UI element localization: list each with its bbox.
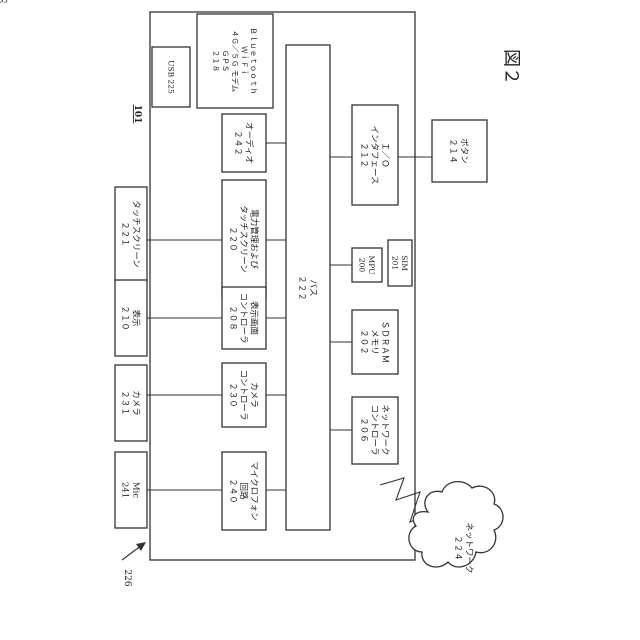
label-line: コントローラ [369, 404, 379, 455]
label-line: ＷｉＦｉ [240, 46, 249, 76]
label-line: ２２０ [227, 226, 237, 252]
label-line: ２３０ [227, 382, 237, 408]
label-line: タッチスクリーン [238, 205, 248, 273]
label-line: ２１４ [448, 138, 458, 164]
label-line: カメラ [249, 382, 259, 408]
label-line: ２２４ [453, 535, 463, 561]
label-line: 241 [120, 482, 130, 498]
label-line: 101 [132, 105, 142, 124]
label-line: 電力管理および [249, 209, 260, 269]
label-line: 200 [358, 258, 367, 273]
label-line: 回路 [238, 482, 249, 500]
label-line: ２２２ [297, 275, 307, 301]
label-line: タッチスクリーン [130, 200, 140, 268]
device-ref-label: 101 [132, 105, 142, 124]
label-line: ２４２ [233, 130, 243, 156]
label-line: ２２１ [120, 221, 130, 247]
arrow-ref-label: 226 [122, 569, 132, 586]
label-line: 表示画面 [249, 301, 260, 336]
label-line: ４Ｇ／５Ｇ モデム [230, 30, 240, 92]
label-line: カメラ [130, 390, 140, 416]
label-line: 表示 [130, 309, 141, 326]
label-line: Mic [130, 482, 140, 498]
label-line: ＧＰＳ [221, 50, 230, 73]
figure-label: 図２ [501, 49, 522, 85]
label-line: ２１８ [212, 50, 221, 73]
label-line: Ｂｌｕｅｔｏｏｔｈ [249, 27, 258, 95]
label-line: MPU [367, 256, 376, 275]
label-line: 201 [391, 256, 400, 270]
label-line: ２０２ [358, 329, 368, 355]
label-line: ネットワーク [463, 522, 473, 573]
label-line: 図２ [501, 49, 522, 85]
label-line: USB 225 [166, 60, 175, 94]
label-line: コントローラ [238, 369, 248, 420]
label-line: ２０８ [227, 305, 237, 331]
label-line: 2/35 [0, 0, 8, 4]
label-line: メモリ [369, 329, 379, 355]
button-label: ボタン２１４ [448, 138, 469, 164]
sim-label: SIM201 [391, 255, 409, 271]
label-line: SIM [400, 255, 409, 271]
label-line: ２１２ [358, 142, 368, 168]
label-line: Ｉ／Ｏ [380, 142, 390, 168]
label-line: ２３１ [120, 390, 130, 416]
label-line: ネットワーク [380, 404, 390, 455]
label-line: コントローラ [238, 292, 248, 343]
page-number: 2/35 [0, 0, 8, 4]
label-line: マイクロフォン [249, 461, 259, 520]
mic-label: Mic241 [120, 482, 141, 498]
label-line: 226 [122, 569, 132, 586]
ref-arrow-head [136, 542, 146, 551]
usb-label: USB 225 [166, 60, 175, 94]
label-line: ２４０ [227, 478, 237, 504]
label-line: ボタン [458, 138, 468, 164]
label-line: ２０６ [358, 417, 368, 443]
label-line: バス [307, 279, 317, 296]
label-line: インタフェース [369, 125, 379, 184]
mpu-label: MPU200 [358, 256, 376, 275]
camera-label: カメラ２３１ [120, 390, 141, 416]
label-line: ＳＤＲＡＭ [380, 321, 390, 364]
label-line: オーディオ [243, 122, 254, 164]
label-line: ２１０ [120, 305, 130, 331]
